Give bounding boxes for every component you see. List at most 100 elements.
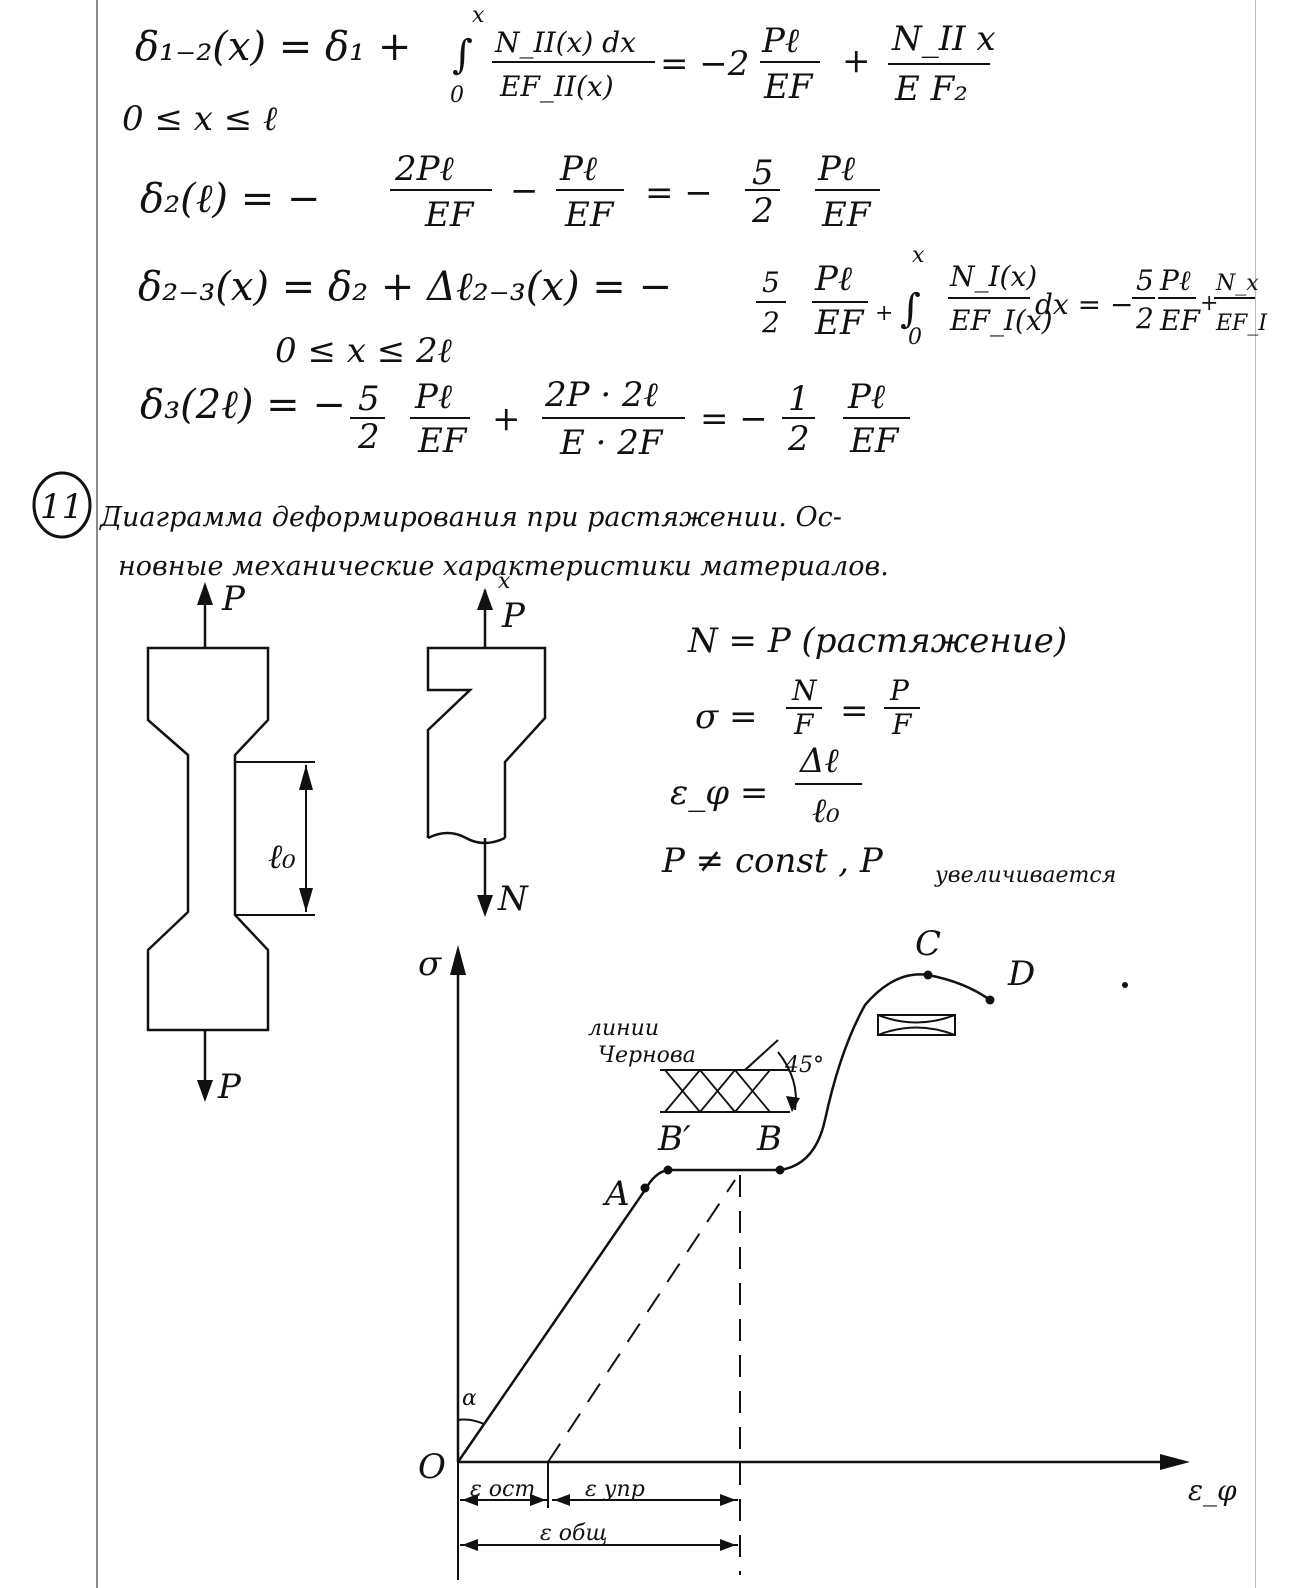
relation-p-not-const: P ≠ const , P — [661, 841, 884, 881]
range-2: 0 ≤ x ≤ 2ℓ — [275, 331, 452, 371]
elastic-strain-label: ε упр — [585, 1477, 645, 1502]
eq3-e-den: EF — [1159, 304, 1201, 337]
point-c-label: C — [915, 924, 941, 964]
eq3-d-den: 2 — [1135, 302, 1154, 335]
specimen-right-axis-label: x — [498, 569, 511, 594]
range-1: 0 ≤ x ≤ ℓ — [122, 99, 277, 139]
arrow-up-icon — [450, 945, 466, 975]
eq3-plus-2: + — [1200, 291, 1218, 316]
eq1-plus: + — [842, 41, 871, 81]
section-number: 11 — [40, 487, 83, 527]
eq3-plus: + — [875, 301, 893, 326]
section-number-circle — [32, 471, 92, 539]
arrow-up-icon — [299, 765, 313, 790]
eq3-b-den: EF — [814, 303, 865, 343]
chernov-label-line-1: линии — [588, 1016, 659, 1041]
stress-strain-curve — [456, 973, 991, 1463]
eq1-t2-num: Pℓ — [761, 21, 799, 61]
relation-strain-den: ℓ₀ — [812, 791, 840, 831]
arrow-left-icon — [554, 1494, 570, 1506]
formula-delta-2-3: δ₂₋₃(x) = δ₂ + Δℓ₂₋₃(x) = − 5 2 Pℓ EF + … — [138, 243, 1268, 350]
point-b1-marker — [663, 1165, 673, 1175]
chernov-label-line-2: Чернова — [598, 1043, 696, 1068]
stress-strain-diagram — [450, 945, 1190, 1580]
specimen-right-cut — [427, 831, 506, 845]
gauge-length-label: ℓ₀ — [268, 837, 296, 877]
total-strain-label: ε общ — [540, 1521, 608, 1546]
specimen-left-diagram — [146, 582, 315, 1102]
eq3-f-den: EF_I — [1215, 311, 1268, 336]
arrow-down-icon — [197, 1080, 213, 1102]
eq1-integral-sign: ∫ — [452, 32, 473, 78]
chernov-45-line — [744, 1039, 779, 1071]
relation-p-increases: увеличивается — [934, 863, 1116, 888]
point-a-label: A — [602, 1174, 630, 1214]
section-title-line-2: новные механические характеристики матер… — [118, 551, 889, 582]
eq4-b-num: Pℓ — [414, 377, 452, 417]
origin-label: O — [418, 1447, 446, 1487]
eq1-t2-den: EF — [763, 67, 814, 107]
eq2-a-num: 2Pℓ — [394, 149, 454, 189]
eq4-c-num: 2P · 2ℓ — [544, 375, 658, 415]
formula-delta-2: δ₂(ℓ) = − 2Pℓ EF − Pℓ EF = − 5 2 Pℓ EF — [140, 149, 880, 235]
relation-sigma-f2-num: P — [889, 674, 910, 707]
eq2-lhs: δ₂(ℓ) = − — [140, 176, 320, 222]
section-heading: 11 Диаграмма деформирования при растяжен… — [32, 471, 889, 582]
eq4-c-den: E · 2F — [559, 423, 664, 463]
eq2-equals: = − — [645, 173, 713, 213]
alpha-label: α — [462, 1386, 477, 1411]
relation-n-equals-p: N = P (растяжение) — [687, 621, 1067, 661]
point-b-marker — [775, 1165, 785, 1175]
internal-force-label: N — [497, 879, 529, 919]
eq2-d-num: Pℓ — [817, 149, 855, 189]
eq4-equals: = − — [700, 399, 768, 439]
relation-sigma-lhs: σ = — [695, 697, 758, 737]
eq3-e-num: Pℓ — [1159, 264, 1191, 297]
relation-sigma-eq: = — [840, 691, 869, 731]
eq1-equals: = −2 — [660, 44, 749, 84]
specimen-left-top-force-label: P — [221, 579, 246, 619]
relation-sigma-f1-num: N — [791, 674, 818, 707]
eq1-t3-den: E F₂ — [894, 69, 968, 109]
eq1-lhs: δ₁₋₂(x) = δ₁ + — [135, 24, 411, 70]
point-c-marker — [923, 970, 933, 980]
arrow-right-icon — [1160, 1454, 1190, 1470]
eq4-d-den: 2 — [787, 419, 810, 459]
eq1-int-lower: 0 — [450, 83, 464, 108]
eq3-integral-sign: ∫ — [900, 286, 921, 332]
arrow-left-icon — [462, 1539, 478, 1551]
angle-45-label: 45° — [784, 1053, 824, 1078]
eq3-c-num: N_I(x) — [949, 260, 1037, 293]
eq3-b-num: Pℓ — [814, 259, 852, 299]
eq3-int-upper: x — [912, 243, 925, 268]
eq4-d-num: 1 — [788, 379, 810, 419]
eq2-c-den: 2 — [751, 191, 774, 231]
arrow-up-icon — [197, 582, 213, 605]
point-b-label: B — [756, 1119, 782, 1159]
formula-delta-1-2: δ₁₋₂(x) = δ₁ + ∫ x 0 N_II(x) dx EF_II(x)… — [135, 3, 996, 109]
eq3-lhs: δ₂₋₃(x) = δ₂ + Δℓ₂₋₃(x) = − — [138, 264, 672, 310]
relation-sigma-f1-den: F — [793, 708, 815, 741]
eq3-int-lower: 0 — [908, 325, 922, 350]
eq3-c-den: EF_I(x) — [949, 304, 1053, 337]
sigma-axis-label: σ — [418, 944, 442, 984]
point-d-label: D — [1007, 954, 1035, 994]
eq3-f-num: N_x — [1215, 271, 1259, 296]
eq4-e-den: EF — [849, 421, 900, 461]
eq3-a-num: 5 — [762, 266, 780, 299]
relation-strain-lhs: ε_φ = — [670, 773, 768, 813]
eq4-plus: + — [492, 399, 521, 439]
eq2-a-den: EF — [424, 195, 475, 235]
unloading-line — [547, 1179, 736, 1463]
arrow-right-icon — [720, 1494, 736, 1506]
eq4-a-den: 2 — [357, 417, 380, 457]
stray-dot — [1122, 982, 1128, 988]
eq3-d-num: 5 — [1136, 264, 1154, 297]
relation-strain-num: Δℓ — [798, 741, 839, 781]
arrow-right-icon — [720, 1539, 736, 1551]
arrow-up-icon — [477, 588, 493, 610]
chernov-lines-hatching — [664, 1069, 771, 1113]
section-title-line-1: Диаграмма деформирования при растяжении.… — [99, 502, 842, 533]
